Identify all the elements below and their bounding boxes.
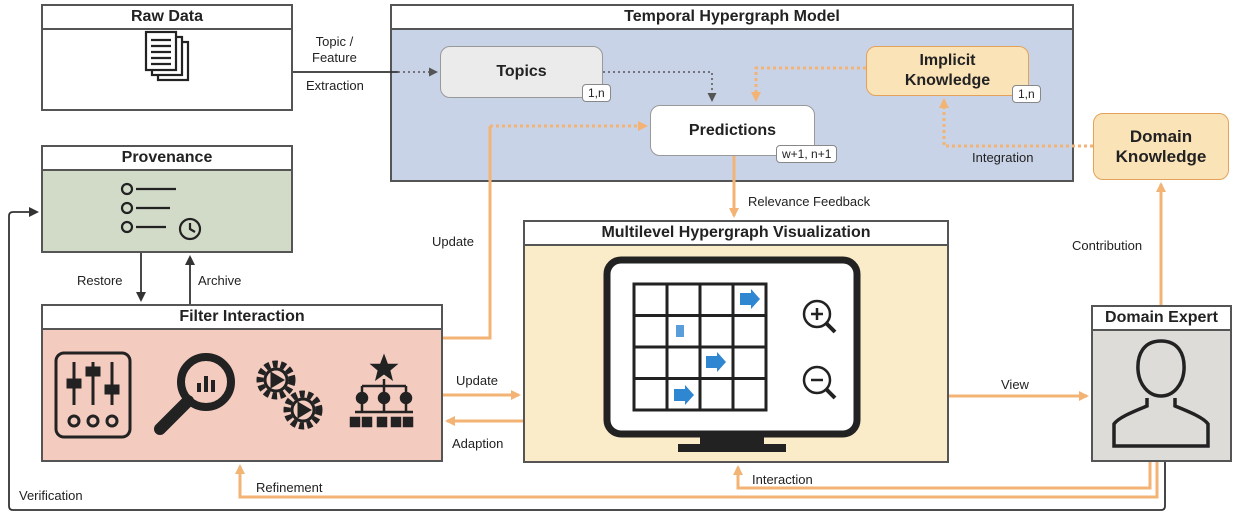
implicit-knowledge-label: Implicit Knowledge <box>904 52 991 89</box>
interaction-label: Interaction <box>752 472 813 487</box>
multilevel-hypergraph-visualization-title: Multilevel Hypergraph Visualization <box>525 222 947 246</box>
provenance-box: Provenance <box>41 145 293 253</box>
filter-interaction-title: Filter Interaction <box>43 306 441 330</box>
view-label: View <box>1001 377 1029 392</box>
raw-data-title: Raw Data <box>43 6 291 30</box>
predictions-label: Predictions <box>688 121 777 139</box>
topics-node: Topics <box>440 46 603 98</box>
provenance-title: Provenance <box>43 147 291 171</box>
temporal-hypergraph-model-title: Temporal Hypergraph Model <box>392 6 1072 30</box>
domain-expert-title: Domain Expert <box>1093 307 1230 331</box>
update-top-label: Update <box>432 234 474 249</box>
adaption-label: Adaption <box>452 436 504 451</box>
topics-tag: 1,n <box>582 84 611 102</box>
relevance-feedback-label: Relevance Feedback <box>748 194 871 209</box>
domain-knowledge-node: Domain Knowledge <box>1093 113 1229 180</box>
extraction-label: Extraction <box>306 78 364 93</box>
archive-label: Archive <box>198 273 242 288</box>
raw-data-box: Raw Data <box>41 4 293 111</box>
verification-label: Verification <box>19 488 83 503</box>
multilevel-hypergraph-visualization-box: Multilevel Hypergraph Visualization <box>523 220 949 463</box>
implicit-knowledge-node: Implicit Knowledge <box>866 46 1029 96</box>
integration-label: Integration <box>972 150 1034 165</box>
implicit-knowledge-tag: 1,n <box>1012 85 1041 103</box>
domain-knowledge-label: Domain Knowledge <box>1115 126 1207 166</box>
contribution-label: Contribution <box>1072 238 1143 253</box>
predictions-tag: w+1, n+1 <box>776 145 838 163</box>
domain-expert-box: Domain Expert <box>1091 305 1232 462</box>
filter-interaction-box: Filter Interaction <box>41 304 443 462</box>
restore-label: Restore <box>77 273 123 288</box>
update-mid-label: Update <box>456 373 498 388</box>
refinement-arrow <box>235 462 1159 499</box>
topics-label: Topics <box>496 63 547 80</box>
topic-feature-label: Topic / Feature <box>312 34 357 65</box>
refinement-label: Refinement <box>256 480 323 495</box>
